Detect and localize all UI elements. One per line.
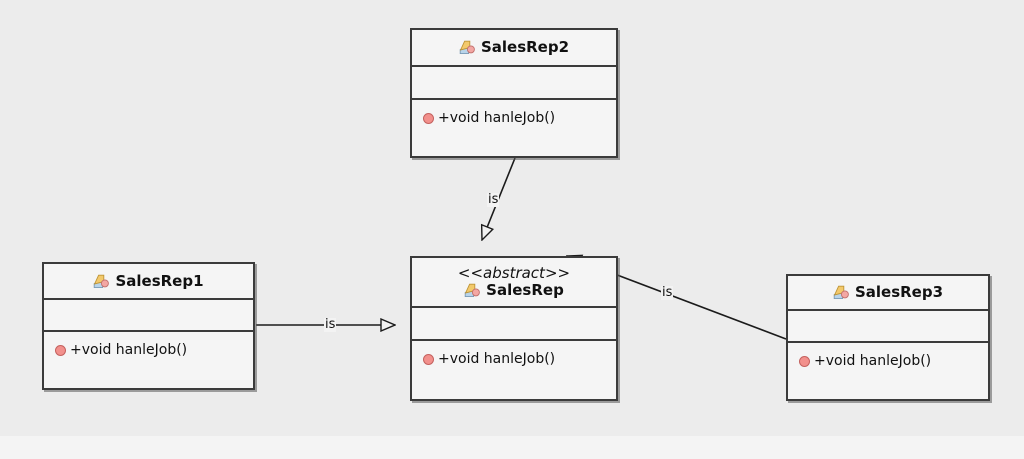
class-stereotype-salesrep: <<abstract>> [457, 264, 571, 282]
class-title-row-salesrep1: SalesRep1 [93, 271, 204, 290]
class-header-salesrep2: SalesRep2 [412, 30, 616, 67]
class-operations-salesrep: +void hanleJob() [412, 341, 616, 399]
class-operations-salesrep3: +void hanleJob() [788, 343, 988, 399]
class-name-salesrep1: SalesRep1 [115, 271, 204, 290]
class-operations-salesrep2: +void hanleJob() [412, 100, 616, 156]
public-visibility-icon [423, 112, 434, 124]
class-title-row-salesrep2: SalesRep2 [459, 39, 569, 56]
edge-label-salesrep3: is [661, 285, 674, 300]
operation-signature: +void hanleJob() [438, 110, 556, 126]
operation-row: +void hanleJob() [412, 110, 616, 126]
class-box-salesrep1[interactable]: SalesRep1 +void hanleJob() [42, 262, 255, 390]
canvas-bottom-band [0, 436, 1024, 459]
class-header-salesrep1: SalesRep1 [44, 264, 253, 300]
class-box-salesrep3[interactable]: SalesRep3 +void hanleJob() [786, 274, 990, 401]
class-box-salesrep2[interactable]: SalesRep2 +void hanleJob() [410, 28, 618, 158]
class-attributes-salesrep3 [788, 311, 988, 343]
uml-class-icon [93, 274, 110, 289]
class-title-row-salesrep: SalesRep [464, 282, 564, 299]
uml-class-icon [833, 285, 850, 300]
class-name-salesrep3: SalesRep3 [854, 283, 944, 301]
edge-label-salesrep2: is [487, 192, 500, 207]
class-attributes-salesrep [412, 308, 616, 341]
public-visibility-icon [423, 353, 434, 365]
edge-label-salesrep1: is [324, 317, 337, 332]
uml-class-icon [459, 40, 476, 55]
class-operations-salesrep1: +void hanleJob() [44, 332, 253, 388]
class-header-salesrep: <<abstract>> SalesRep [412, 258, 616, 308]
class-box-salesrep[interactable]: <<abstract>> SalesRep +void hanleJob() [410, 256, 618, 401]
uml-class-icon [464, 283, 481, 298]
public-visibility-icon [799, 355, 810, 367]
operation-row: +void hanleJob() [788, 353, 988, 369]
class-name-salesrep: SalesRep [486, 281, 564, 299]
class-name-salesrep2: SalesRep2 [480, 38, 570, 56]
class-header-salesrep3: SalesRep3 [788, 276, 988, 311]
class-attributes-salesrep1 [44, 300, 253, 332]
operation-signature: +void hanleJob() [814, 353, 932, 369]
operation-signature: +void hanleJob() [70, 342, 188, 358]
class-title-row-salesrep3: SalesRep3 [833, 284, 943, 301]
class-attributes-salesrep2 [412, 67, 616, 100]
operation-row: +void hanleJob() [412, 351, 616, 367]
operation-row: +void hanleJob() [44, 342, 253, 358]
public-visibility-icon [55, 344, 66, 356]
operation-signature: +void hanleJob() [438, 351, 556, 367]
